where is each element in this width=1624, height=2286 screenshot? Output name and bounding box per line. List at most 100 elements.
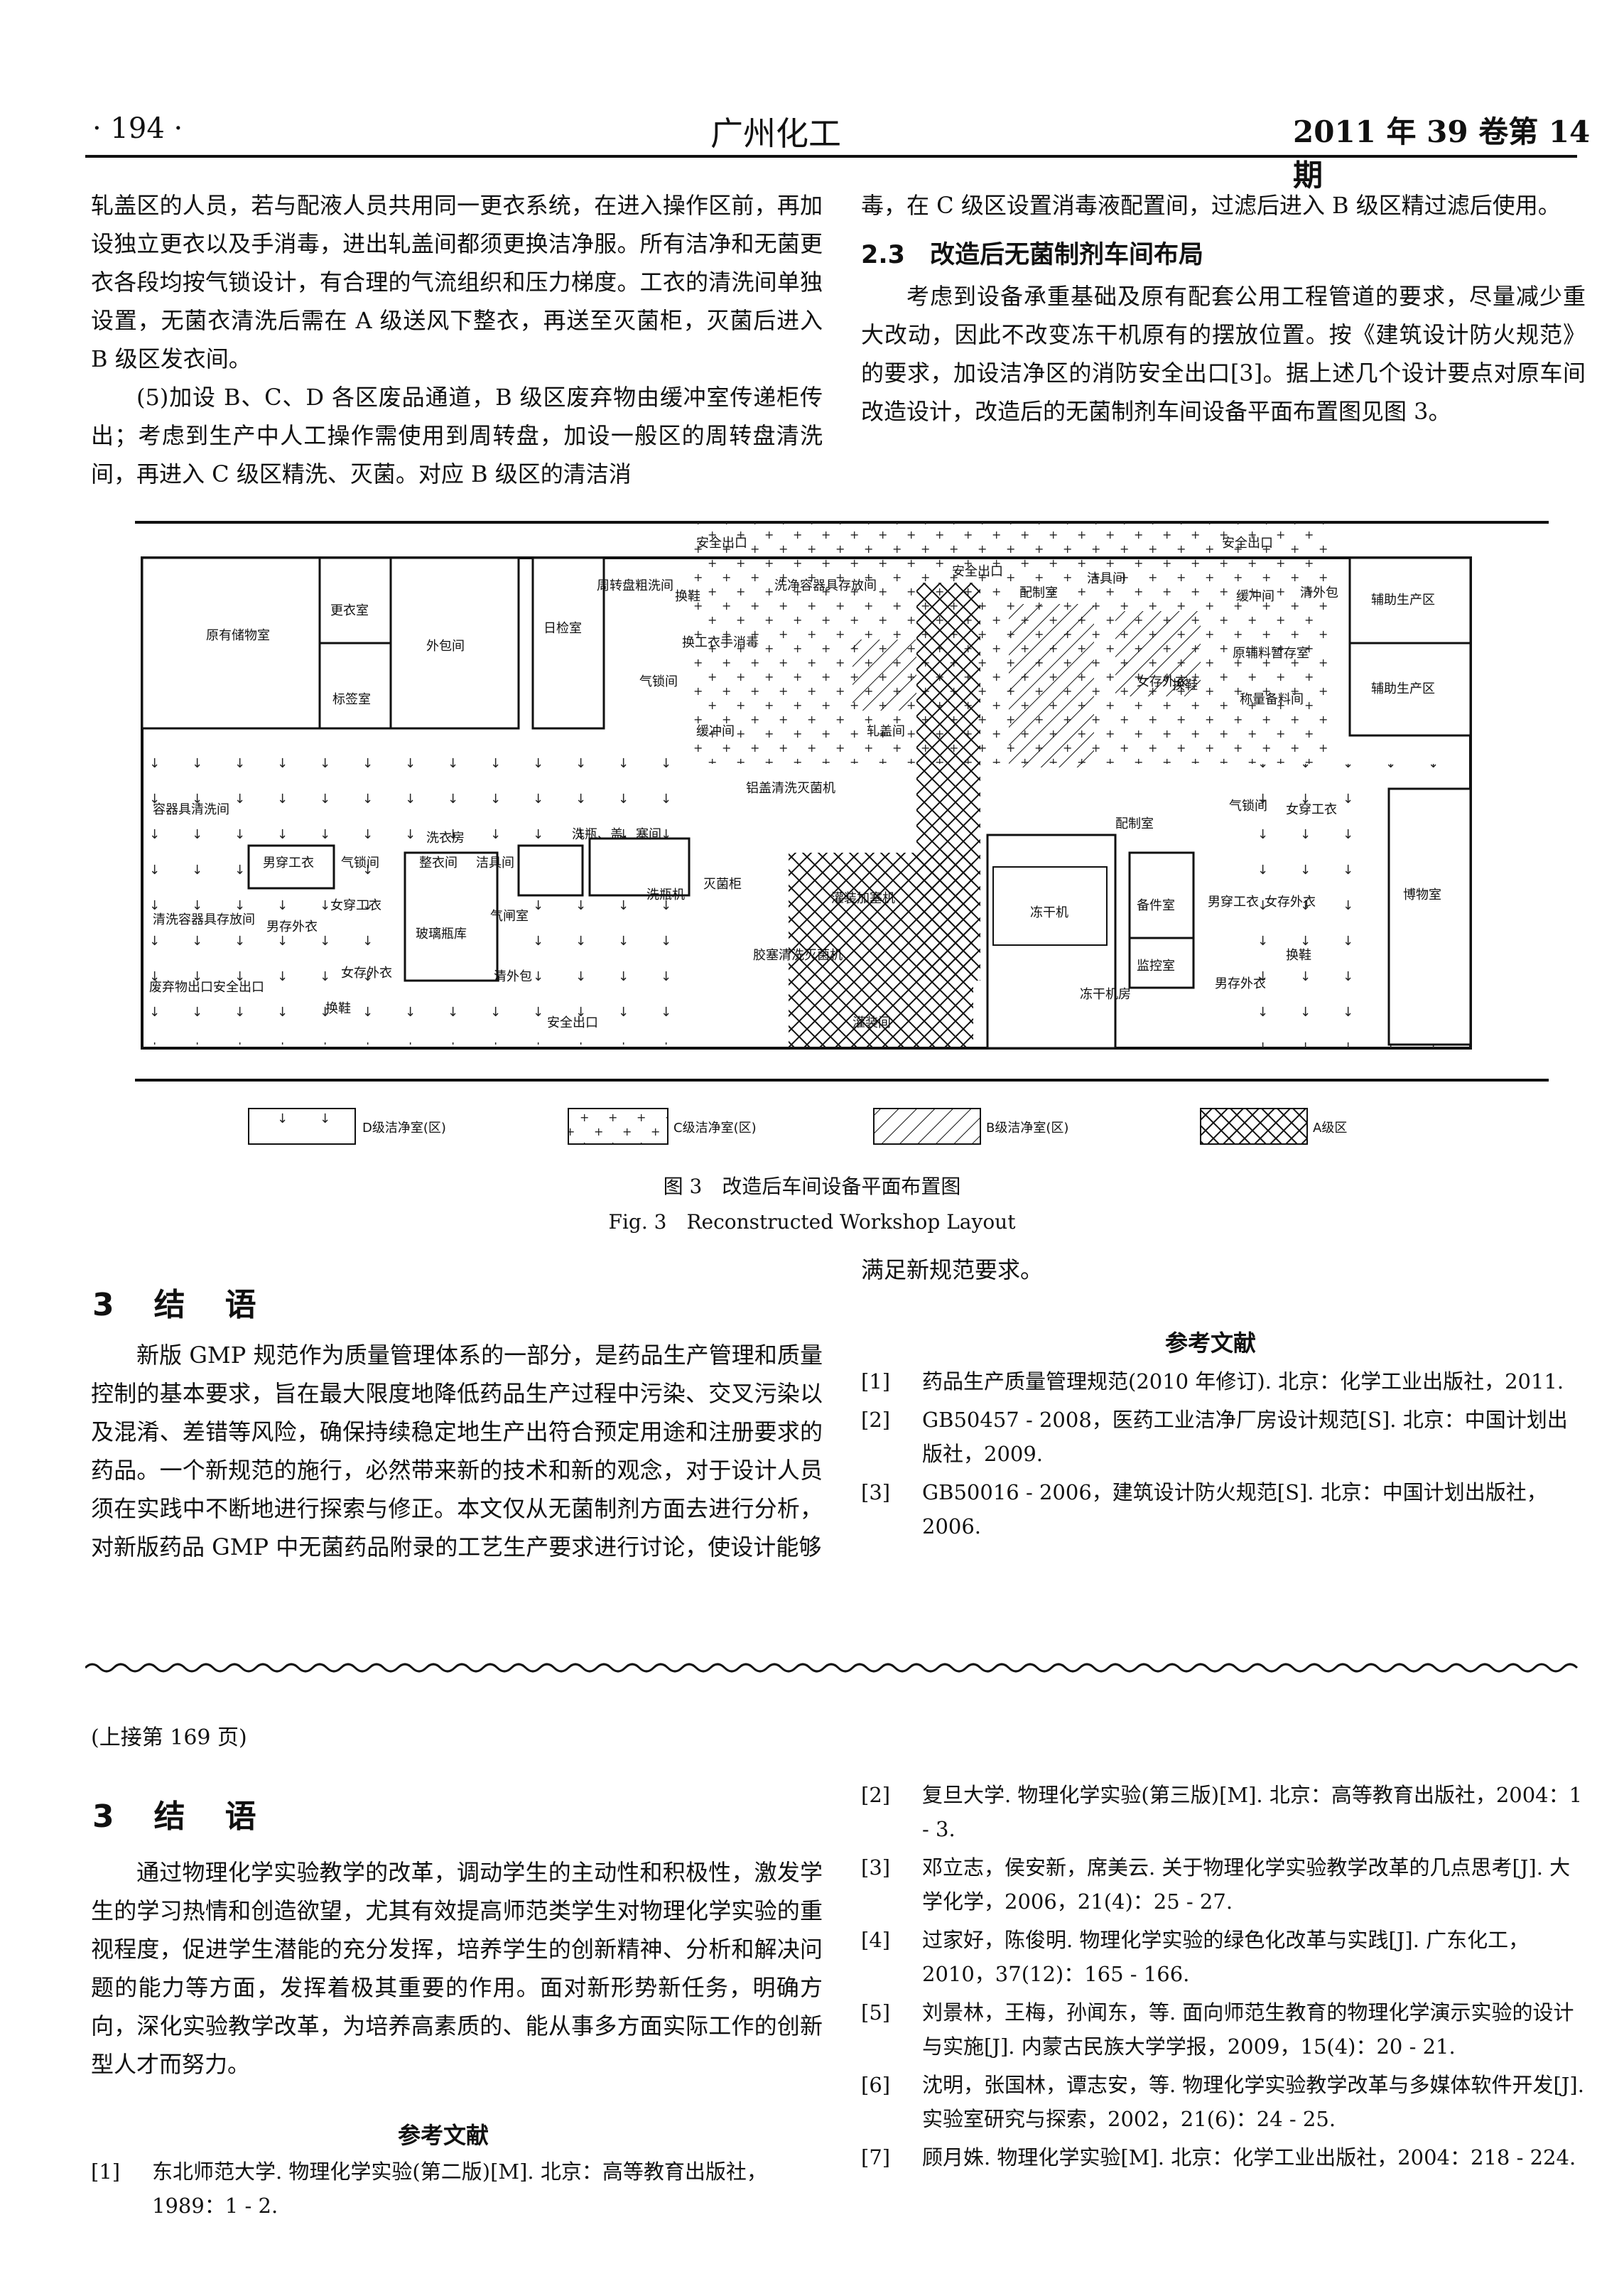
- reference-item: [7]顾月姝. 物理化学实验[M]. 北京：化学工业出版社，2004：218 -…: [861, 2145, 1576, 2169]
- room-label: 男存外衣: [1215, 976, 1266, 991]
- room-label: 容器具清洗间: [153, 802, 229, 817]
- room-label: 配制室: [1115, 816, 1154, 831]
- room-label: 洁具间: [476, 856, 514, 870]
- room-label: 换鞋: [1172, 678, 1198, 693]
- room-label: 气闸室: [490, 909, 529, 924]
- room-label: 原有储物室: [206, 628, 270, 643]
- paragraph: 通过物理化学实验教学的改革，调动学生的主动性和积极性，激发学生的学习热情和创造欲…: [91, 1859, 823, 2078]
- room-label: 外包间: [426, 639, 465, 654]
- room-label: 洗衣房: [426, 831, 465, 846]
- room-label: 冻干机: [1030, 905, 1068, 920]
- room-label: 周转盘粗洗间: [597, 578, 673, 593]
- left-column-text: 轧盖区的人员，若与配液人员共用同一更衣系统，在进入操作区前，再加设独立更衣以及手…: [91, 186, 823, 493]
- room-label: 日检室: [543, 621, 582, 636]
- section3-body: 新版 GMP 规范作为质量管理体系的一部分，是药品生产管理和质量控制的基本要求，…: [91, 1336, 823, 1566]
- room-label: 洁具间: [1087, 571, 1125, 586]
- paragraph: (5)加设 B、C、D 各区废品通道，B 级区废弃物由缓冲室传递柜传出；考虑到生…: [91, 384, 823, 487]
- room-label: 气锁间: [341, 856, 379, 870]
- reference-item: [5]刘景林，王梅，孙闻东，等. 面向师范生教育的物理化学演示实验的设计与实施[…: [861, 2000, 1574, 2059]
- room-label: 女穿工衣: [1286, 802, 1337, 817]
- room-label: 缓冲间: [1236, 589, 1274, 604]
- room-label: 气锁间: [1229, 799, 1267, 814]
- reference-item: [1]药品生产质量管理规范(2010 年修订). 北京：化学工业出版社，2011…: [861, 1369, 1564, 1393]
- room-label: 辅助生产区: [1371, 593, 1435, 608]
- legend: D级洁净室(区) C级洁净室(区) B级洁净室(区) A级区: [248, 1108, 1347, 1145]
- section3-continued: 满足新规范要求。: [861, 1251, 1586, 1289]
- room-label: 安全出口: [1222, 536, 1273, 551]
- room-label: 洗瓶、盖、塞间: [572, 827, 661, 842]
- room-label: 整衣间: [419, 856, 458, 870]
- floor-plan-figure: ↓ ++ 原有储物室 更衣室 外包间 标签室 日检室: [135, 521, 1549, 1145]
- continued-note: (上接第 169 页): [91, 1725, 247, 1750]
- reference-item: [4]过家好，陈俊明. 物理化学实验的绿色化改革与实践[J]. 广东化工，201…: [861, 1928, 1530, 1986]
- article2-body: 通过物理化学实验教学的改革，调动学生的主动性和积极性，激发学生的学习热情和创造欲…: [91, 1853, 823, 2083]
- reference-item: [3]GB50016 - 2006，建筑设计防火规范[S]. 北京：中国计划出版…: [861, 1480, 1547, 1538]
- room-label: 灭菌柜: [703, 877, 742, 892]
- wavy-divider: [85, 1663, 1579, 1673]
- legend-a: A级区: [1313, 1121, 1347, 1136]
- room-label: 标签室: [332, 692, 371, 707]
- section-heading: 3 结 语: [92, 1799, 261, 1835]
- paragraph: 轧盖区的人员，若与配液人员共用同一更衣系统，在进入操作区前，再加设独立更衣以及手…: [91, 192, 823, 372]
- room-label: 清洗容器具存放间: [153, 912, 255, 927]
- references-title: 参考文献: [398, 2122, 489, 2149]
- figure-caption-en: Fig. 3 Reconstructed Workshop Layout: [608, 1210, 1016, 1234]
- right-column-text: 毒，在 C 级区设置消毒液配置间，过滤后进入 B 级区精过滤后使用。: [861, 186, 1586, 225]
- paragraph: 满足新规范要求。: [861, 1256, 1044, 1283]
- room-label: 配制室: [1019, 586, 1058, 600]
- room-label: 安全出口: [213, 980, 264, 995]
- room-label: 男穿工衣: [1208, 895, 1259, 910]
- room-label: 清外包: [1300, 586, 1338, 600]
- reference-item: [1]东北师范大学. 物理化学实验(第二版)[M]. 北京：高等教育出版社，19…: [91, 2160, 767, 2218]
- room-label: 安全出口: [696, 536, 747, 551]
- room-label: 换鞋: [1286, 948, 1311, 963]
- room-label: 灌装加塞机: [831, 891, 895, 906]
- room-label: 气锁间: [639, 674, 678, 689]
- room-label: 洗净容器具存放间: [774, 578, 877, 593]
- room-label: 女存外衣: [1265, 895, 1316, 910]
- room-label: 女存外衣: [341, 966, 392, 981]
- figure-caption-cn: 图 3 改造后车间设备平面布置图: [663, 1175, 961, 1198]
- room-label: 胶塞清洗灭菌机: [753, 948, 843, 963]
- legend-c: C级洁净室(区): [673, 1121, 757, 1136]
- reference-item: [3]邓立志，侯安新，席美云. 关于物理化学实验教学改革的几点思考[J]. 大学…: [861, 1855, 1571, 1914]
- room-label: 换工衣手消毒: [682, 635, 759, 650]
- room-label: 铝盖清洗灭菌机: [746, 781, 835, 796]
- room-label: 男穿工衣: [263, 856, 314, 870]
- room-label: 换鞋: [325, 1001, 351, 1016]
- room-label: 灌装间: [852, 1015, 891, 1030]
- issue-info: 2011 年 39 卷第 14 期: [1293, 114, 1591, 193]
- room-label: 称量备料间: [1240, 692, 1304, 707]
- room-label: 女存外衣: [1137, 674, 1188, 689]
- paragraph: 新版 GMP 规范作为质量管理体系的一部分，是药品生产管理和质量控制的基本要求，…: [91, 1342, 823, 1560]
- journal-name: 广州化工: [710, 114, 841, 153]
- references-list-left: [1]东北师范大学. 物理化学实验(第二版)[M]. 北京：高等教育出版社，19…: [91, 2155, 823, 2227]
- room-label: 玻璃瓶库: [416, 927, 467, 942]
- reference-item: [2]复旦大学. 物理化学实验(第三版)[M]. 北京：高等教育出版社，2004…: [861, 1783, 1583, 1841]
- section-heading: 3 结 语: [92, 1287, 261, 1323]
- room-label: 安全出口: [952, 564, 1003, 579]
- room-label: 清外包: [494, 969, 532, 984]
- room-label: 缓冲间: [696, 724, 735, 739]
- legend-b: B级洁净室(区): [986, 1121, 1068, 1136]
- reference-item: [6]沈明，张国林，谭志安，等. 物理化学实验教学改革与多媒体软件开发[J]. …: [861, 2073, 1584, 2131]
- room-label: 备件室: [1137, 898, 1175, 913]
- right-column-text-2: 考虑到设备承重基础及原有配套公用工程管道的要求，尽量减少重大改动，因此不改变冻干…: [861, 277, 1586, 431]
- header-rule: [85, 155, 1577, 158]
- room-label: 辅助生产区: [1371, 681, 1435, 696]
- references-list-right: [2]复旦大学. 物理化学实验(第三版)[M]. 北京：高等教育出版社，2004…: [861, 1778, 1586, 2179]
- reference-item: [2]GB50457 - 2008，医药工业洁净厂房设计规范[S]. 北京：中国…: [861, 1408, 1568, 1466]
- room-label: 轧盖间: [867, 724, 905, 739]
- room-label: 监控室: [1137, 959, 1175, 974]
- room-label: 安全出口: [547, 1015, 598, 1030]
- references-list: [1]药品生产质量管理规范(2010 年修订). 北京：化学工业出版社，2011…: [861, 1364, 1586, 1548]
- room-label: 换鞋: [675, 589, 700, 604]
- room-label: 废弃物出口: [149, 980, 213, 995]
- room-label: 更衣室: [330, 603, 369, 618]
- room-label: 男存外衣: [266, 920, 318, 934]
- room-label: 女穿工衣: [330, 898, 381, 913]
- room-label: 冻干机房: [1080, 987, 1131, 1002]
- paragraph: 考虑到设备承重基础及原有配套公用工程管道的要求，尽量减少重大改动，因此不改变冻干…: [861, 283, 1586, 425]
- references-title: 参考文献: [1165, 1330, 1257, 1357]
- room-label: 洗瓶机: [646, 888, 685, 902]
